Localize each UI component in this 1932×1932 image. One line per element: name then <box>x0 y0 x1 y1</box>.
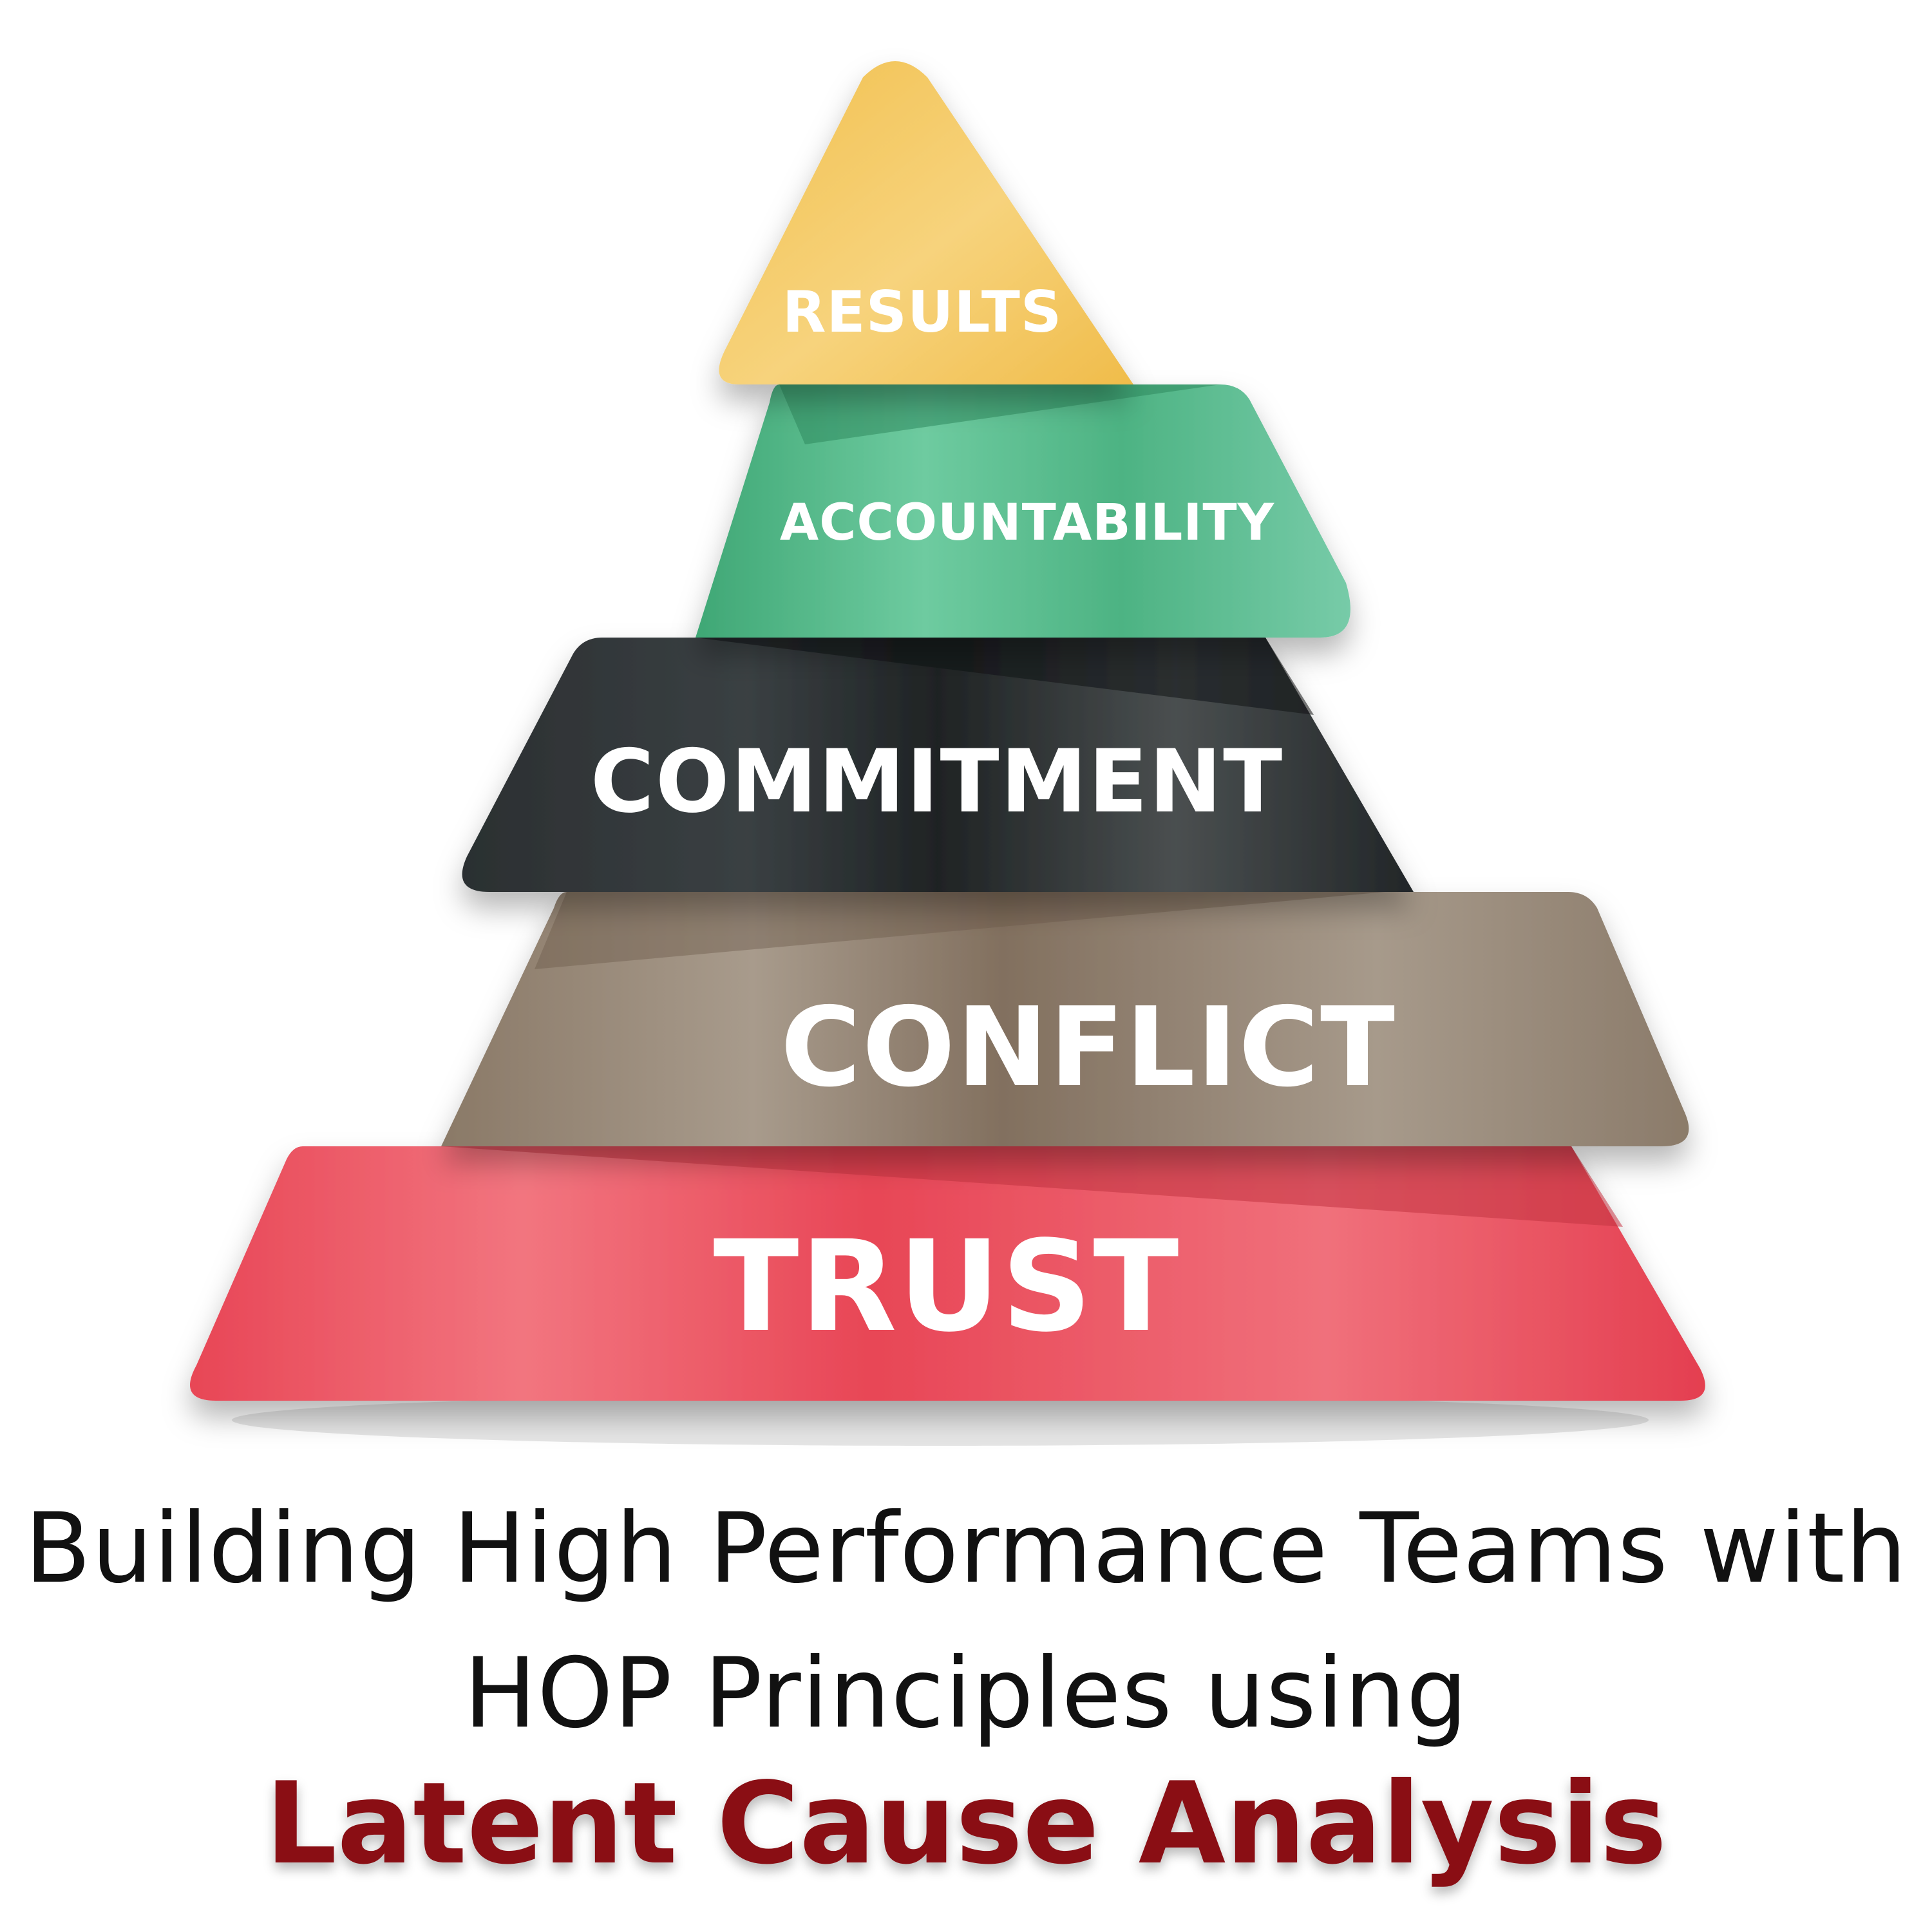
tier-accountability: ACCOUNTABILITY <box>696 384 1350 638</box>
tier-trust: TRUST <box>190 1146 1705 1401</box>
pyramid-diagram: TRUST CONFLICT COMMITMENT ACCOUNTABILITY… <box>190 61 1705 1446</box>
tier-label-conflict: CONFLICT <box>781 984 1396 1112</box>
caption-line-2: HOP Principles using <box>0 1645 1932 1742</box>
tier-label-commitment: COMMITMENT <box>591 731 1283 832</box>
tier-results: RESULTS <box>719 61 1133 384</box>
caption-text-2: HOP Principles using <box>464 1638 1468 1750</box>
caption-line-1: Building High Performance Teams with <box>0 1501 1932 1597</box>
tier-label-trust: TRUST <box>714 1213 1180 1359</box>
tier-commitment: COMMITMENT <box>462 638 1414 892</box>
headline: Latent Cause Analysis <box>265 1759 1667 1889</box>
caption-text-1: Building High Performance Teams with <box>24 1493 1908 1605</box>
tier-conflict: CONFLICT <box>441 892 1689 1146</box>
tier-label-results: RESULTS <box>782 279 1063 345</box>
tier-label-accountability: ACCOUNTABILITY <box>780 494 1275 552</box>
